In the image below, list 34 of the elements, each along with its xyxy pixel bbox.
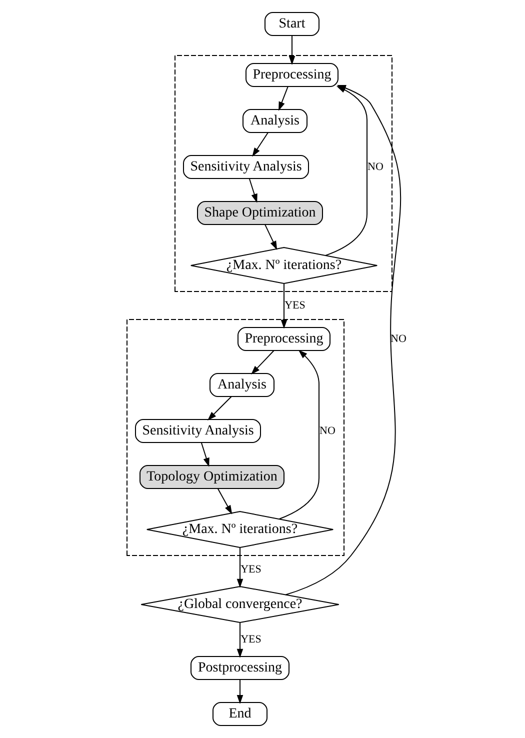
node-diamond: ¿Max. Nº iterations? [190, 247, 378, 284]
node-box: Postprocessing [190, 656, 289, 680]
arrow [206, 396, 232, 421]
node-box: Topology Optimization [139, 465, 284, 489]
arrow [236, 679, 243, 704]
arrow [236, 622, 243, 658]
node-box: Start [264, 12, 319, 36]
arrow [236, 547, 243, 588]
edge-label: YES [240, 633, 261, 646]
arrow [280, 283, 287, 329]
node-box: Analysis [242, 109, 307, 133]
node-box: End [212, 702, 267, 726]
node-box: Analysis [209, 373, 274, 397]
edge-label: YES [240, 563, 261, 576]
arrow [250, 350, 274, 375]
node-box: Preprocessing [245, 63, 338, 87]
edge-label: NO [319, 424, 335, 437]
arrow [216, 488, 232, 514]
arrow [278, 350, 319, 520]
arrow [200, 442, 209, 467]
arrow [248, 178, 257, 203]
node-box: Sensitivity Analysis [134, 419, 260, 443]
node-box: Preprocessing [237, 327, 330, 351]
arrow [278, 86, 288, 111]
edge-label: YES [284, 299, 305, 312]
edge-label: NO [367, 160, 383, 173]
edge-label: NO [390, 332, 406, 345]
node-box: Sensitivity Analysis [182, 155, 308, 179]
node-box: Shape Optimization [196, 201, 322, 225]
node-diamond: ¿Global convergence? [140, 586, 339, 623]
arrow [288, 35, 295, 65]
arrow [252, 132, 268, 157]
arrow [264, 224, 277, 250]
node-diamond: ¿Max. Nº iterations? [146, 511, 334, 548]
